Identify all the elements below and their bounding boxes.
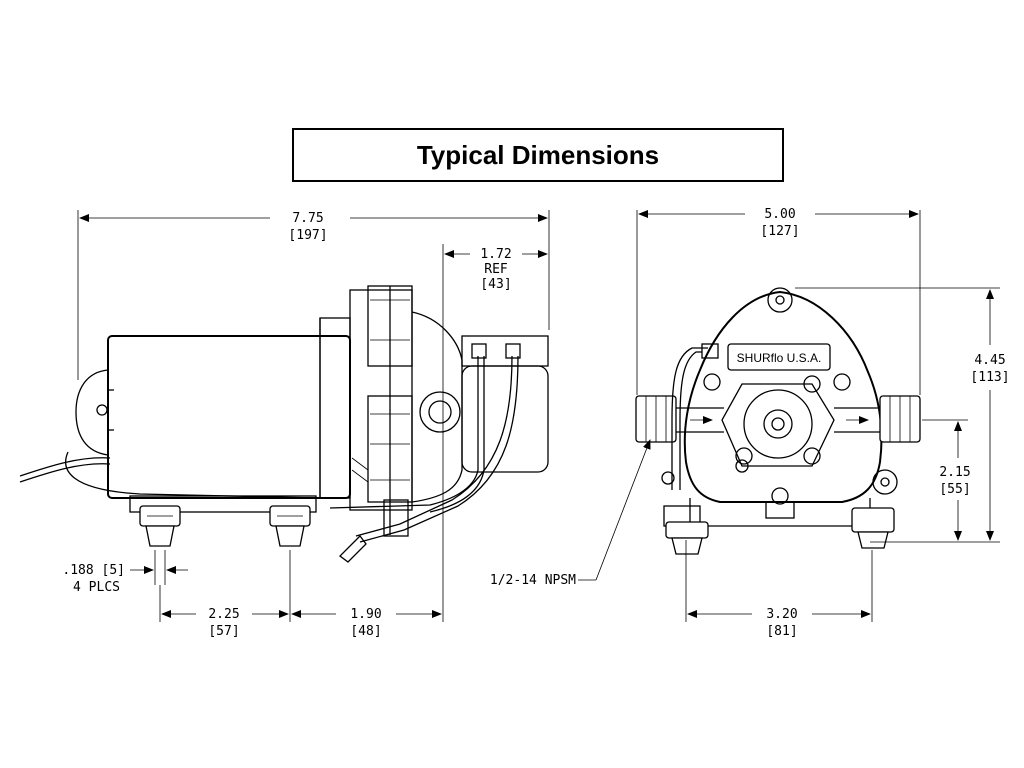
foot-spacing-metric: [57]: [208, 624, 239, 639]
wiring: [19, 355, 519, 563]
motor-body: [75, 318, 351, 499]
inlet-port: [635, 395, 724, 443]
foot-spacing-value: 2.25: [208, 607, 239, 622]
front-foot-right: [851, 507, 895, 549]
foot-right: [269, 505, 311, 547]
foot-width-value: 3.20: [766, 607, 797, 622]
length-metric: [197]: [288, 228, 327, 243]
port-thread-label: 1/2-14 NPSM: [490, 573, 576, 588]
width-value: 5.00: [764, 207, 795, 222]
ports: [635, 395, 921, 443]
front-dimensions: [578, 210, 1000, 622]
outlet-port: [834, 395, 921, 443]
front-feet: [665, 498, 895, 555]
width-metric: [127]: [760, 224, 799, 239]
port-height-metric: [55]: [939, 482, 970, 497]
side-dimension-labels: 7.75 [197] 1.72 REF [43] .188 [5] 4 PLCS…: [62, 211, 511, 639]
port-height-value: 2.15: [939, 465, 970, 480]
front-view: SHURflo U.S.A.: [490, 207, 1010, 639]
length-value: 7.75: [292, 211, 323, 226]
head-length-note: REF: [484, 262, 508, 277]
foot-to-head-value: 1.90: [350, 607, 381, 622]
side-view: 7.75 [197] 1.72 REF [43] .188 [5] 4 PLCS…: [19, 210, 550, 639]
pump-face: SHURflo U.S.A.: [661, 287, 898, 505]
brand-label: SHURflo U.S.A.: [737, 351, 822, 365]
head-length-metric: [43]: [480, 277, 511, 292]
foot-to-head-metric: [48]: [350, 624, 381, 639]
height-value: 4.45: [974, 353, 1005, 368]
side-dimensions: [77, 210, 550, 622]
foot-left: [139, 505, 181, 547]
height-metric: [113]: [970, 370, 1009, 385]
mounting-feet: [129, 495, 317, 547]
head-length-value: 1.72: [480, 247, 511, 262]
front-foot-left: [665, 521, 709, 555]
title-box: Typical Dimensions: [292, 128, 784, 182]
mount-hole-value: .188 [5]: [62, 563, 125, 578]
page-title: Typical Dimensions: [416, 139, 660, 170]
pump-head: [319, 285, 549, 537]
foot-width-metric: [81]: [766, 624, 797, 639]
front-dimension-labels: 5.00 [127] 4.45 [113] 2.15 [55] 3.20 [81…: [490, 207, 1010, 639]
mount-hole-note: 4 PLCS: [73, 580, 120, 595]
front-wiring: [663, 343, 719, 527]
